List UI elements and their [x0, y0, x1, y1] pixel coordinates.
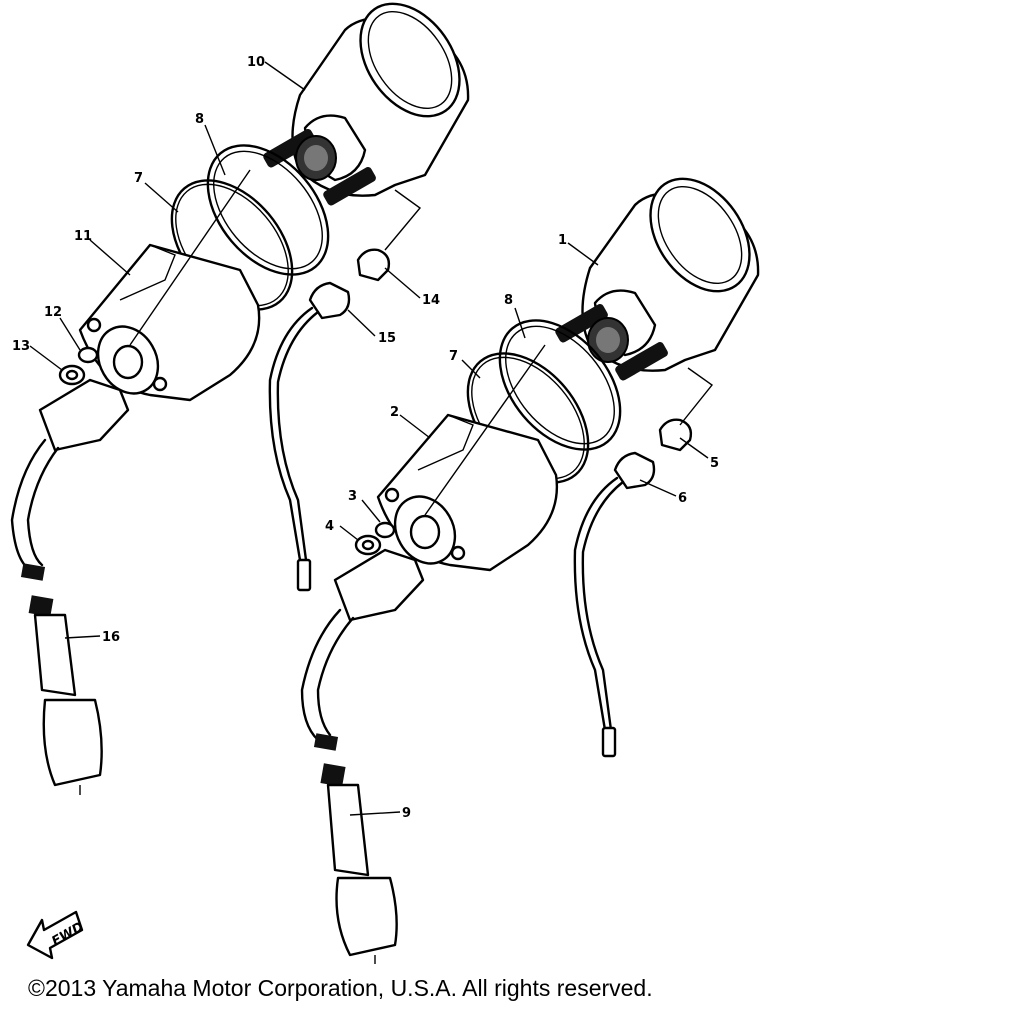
callout-12: 12: [44, 305, 62, 320]
callout-9: 9: [402, 806, 411, 821]
lower-meter-assembly: [300, 177, 760, 964]
bulb-socket-15: [268, 281, 351, 592]
fwd-arrow-icon: FWD: [26, 910, 86, 960]
copyright-text: ©2013 Yamaha Motor Corporation, U.S.A. A…: [28, 975, 653, 1001]
meter-housing-2: [376, 413, 559, 572]
bulb-5: [658, 418, 693, 452]
callout-8-upper: 8: [195, 112, 204, 127]
callout-6: 6: [678, 491, 687, 506]
nut-4: [354, 534, 382, 556]
meter-cable-16: [10, 378, 130, 795]
callout-numbers: 10 8 7 11 12 13 14 15 16 1 8 7 2 3 4 5 6…: [12, 55, 719, 821]
gasket-8-lower: [498, 319, 622, 451]
callout-16: 16: [102, 630, 120, 645]
callout-leaders: [29, 61, 709, 816]
callout-8-lower: 8: [504, 293, 513, 308]
nut-13: [58, 364, 86, 386]
callout-13: 13: [12, 339, 30, 354]
callout-7-upper: 7: [134, 171, 143, 186]
callout-5: 5: [710, 456, 719, 471]
meter-housing-11: [78, 243, 261, 402]
bulb-14: [356, 248, 391, 282]
callout-3: 3: [348, 489, 357, 504]
callout-15: 15: [378, 331, 396, 346]
gasket-8-upper: [206, 144, 330, 276]
callout-11: 11: [74, 229, 92, 244]
callout-4: 4: [325, 519, 334, 534]
callout-2: 2: [390, 405, 399, 420]
bulb-socket-6: [573, 451, 656, 758]
meter-body-10: [263, 2, 470, 206]
washer-12: [77, 346, 99, 364]
washer-3: [374, 521, 396, 539]
meter-cable-9: [300, 548, 425, 964]
callout-14: 14: [422, 293, 440, 308]
meter-body-1: [555, 177, 760, 381]
callout-10: 10: [247, 55, 265, 70]
callout-1: 1: [558, 233, 567, 248]
callout-7-lower: 7: [449, 349, 458, 364]
upper-meter-assembly: [10, 2, 470, 795]
